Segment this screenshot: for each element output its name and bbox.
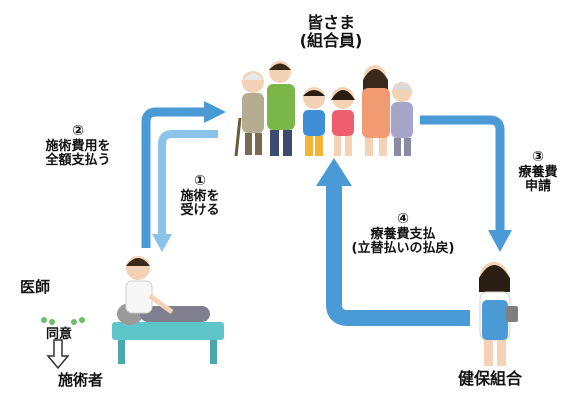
step3-label: ③ 療養費 申請 (512, 149, 564, 195)
step2-number: ② (72, 123, 84, 139)
consent-down-arrow (46, 339, 70, 370)
arrow-step4 (326, 184, 470, 326)
arrow-step4-head (316, 158, 352, 186)
practitioner-illustration (41, 256, 224, 364)
doctor-label: 医師 (20, 278, 51, 296)
step2-line1: 施術費用を (45, 138, 111, 154)
step3-line1: 療養費 (518, 164, 558, 180)
step4-line1: 療養費支払 (370, 226, 436, 242)
step4-line2: (立替払いの払戻) (351, 241, 455, 257)
step1-line1: 施術を (180, 188, 220, 204)
step2-label: ② 施術費用を 全額支払う (30, 123, 126, 169)
step1-label: ① 施術を 受ける (172, 173, 228, 219)
members-subtitle: (組合員) (299, 30, 363, 50)
arrow-step1-head (152, 234, 172, 252)
arrow-step2-head (204, 101, 226, 123)
step1-number: ① (194, 173, 206, 189)
insurer-label: 健保組合 (458, 369, 523, 388)
members-title: 皆さま (306, 13, 355, 32)
step2-line2: 全額支払う (45, 153, 111, 169)
step1-line2: 受ける (180, 203, 220, 219)
arrow-step3 (420, 115, 505, 232)
insurer-staff-illustration (479, 262, 518, 366)
members-label: 皆さま (組合員) (286, 14, 376, 50)
step3-line2: 申請 (524, 179, 551, 195)
consent-label: 同意 (46, 327, 73, 342)
step4-number: ④ (397, 211, 409, 227)
arrow-step3-head (488, 230, 512, 252)
practitioner-label: 施術者 (58, 371, 104, 389)
family-illustration (234, 61, 413, 157)
arrow-step1 (158, 130, 218, 236)
step3-number: ③ (532, 149, 544, 165)
step4-label: ④ 療養費支払 (立替払いの払戻) (338, 211, 468, 257)
arrow-step2 (141, 107, 205, 248)
